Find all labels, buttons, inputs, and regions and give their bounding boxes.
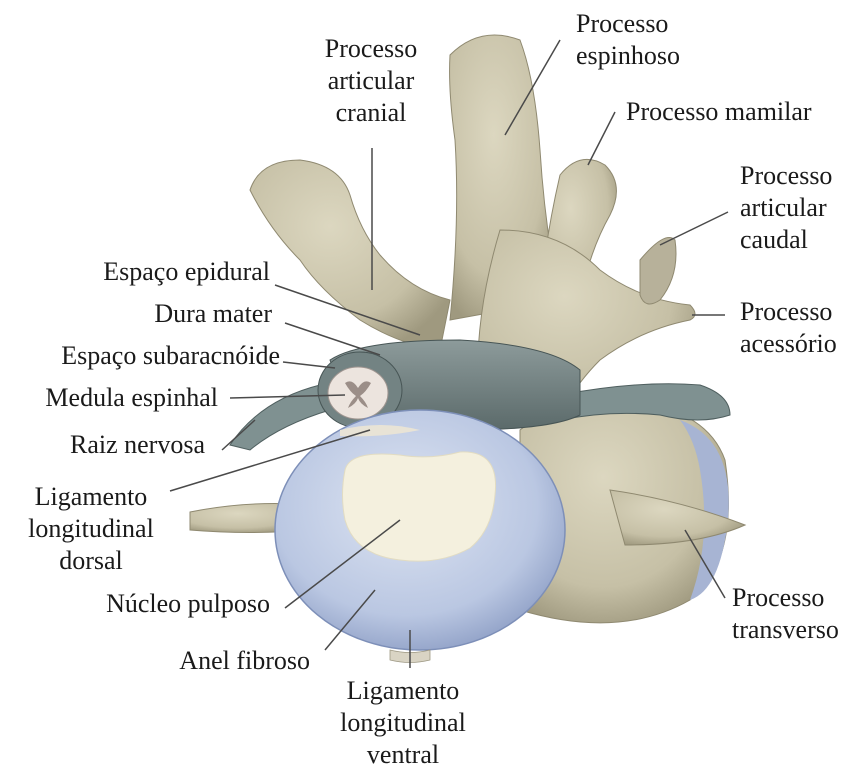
label-dura-mater: Dura mater: [40, 298, 272, 330]
label-anel-fibroso: Anel fibroso: [90, 645, 310, 677]
label-processo-transverso: Processo transverso: [732, 582, 839, 646]
label-processo-espinhoso: Processo espinhoso: [576, 8, 680, 72]
label-processo-acessorio: Processo acessório: [740, 296, 837, 360]
label-ligamento-longitudinal-dorsal: Ligamento longitudinal dorsal: [15, 481, 167, 577]
nucleus-pulposus-shape: [343, 452, 496, 561]
label-espaco-epidural: Espaço epidural: [40, 256, 270, 288]
label-raiz-nervosa: Raiz nervosa: [20, 429, 205, 461]
caudal-articular-process-shape: [640, 238, 676, 305]
label-nucleo-pulposo: Núcleo pulposo: [40, 588, 270, 620]
leader-mamilar: [588, 112, 615, 165]
label-processo-mamilar: Processo mamilar: [626, 96, 812, 128]
leader-subaracnoide: [283, 362, 335, 368]
label-processo-articular-cranial: Processo articular cranial: [306, 33, 436, 129]
label-espaco-subaracnoide: Espaço subaracnóide: [10, 340, 280, 372]
nerve-root-left: [230, 385, 330, 450]
label-medula-espinhal: Medula espinhal: [0, 382, 218, 414]
label-processo-articular-caudal: Processo articular caudal: [740, 160, 832, 256]
cranial-articular-process-shape: [250, 160, 450, 350]
leader-articular-caudal: [660, 212, 728, 245]
leader-dura: [285, 323, 380, 355]
label-ligamento-longitudinal-ventral: Ligamento longitudinal ventral: [318, 675, 488, 771]
